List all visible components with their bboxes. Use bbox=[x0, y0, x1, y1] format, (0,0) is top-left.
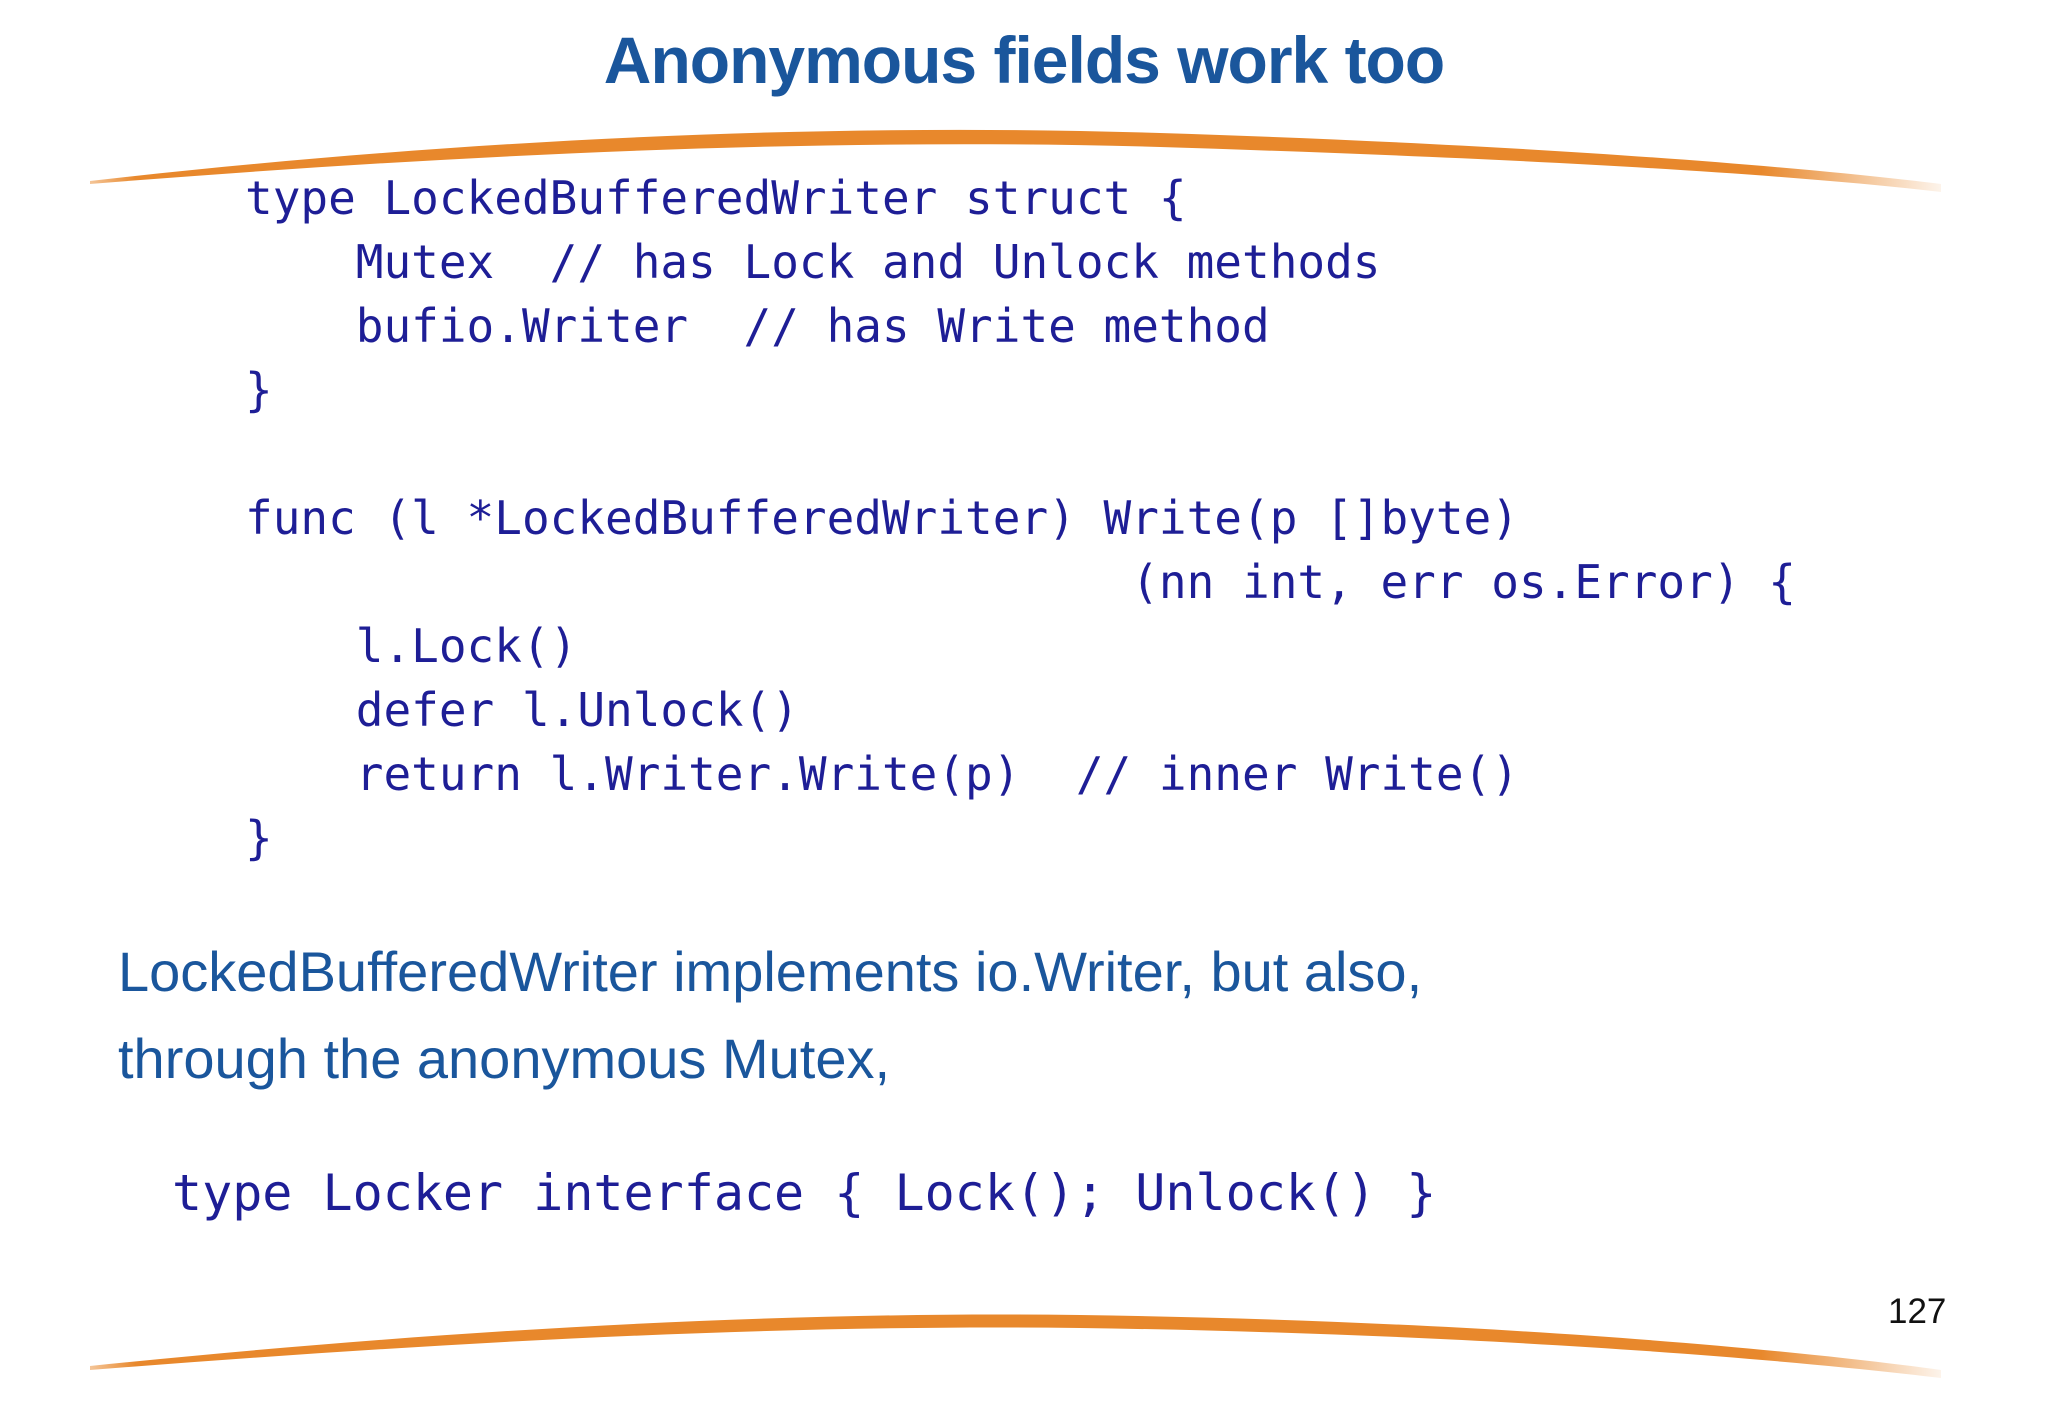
interface-code-line: type Locker interface { Lock(); Unlock()… bbox=[172, 1164, 1437, 1222]
code-block: type LockedBufferedWriter struct { Mutex… bbox=[245, 171, 1796, 865]
body-text: LockedBufferedWriter implements io.Write… bbox=[118, 940, 1423, 1090]
page-number: 127 bbox=[1888, 1292, 1947, 1331]
slide-title: Anonymous fields work too bbox=[603, 23, 1445, 97]
bottom-swoosh-curve bbox=[90, 1314, 1941, 1378]
